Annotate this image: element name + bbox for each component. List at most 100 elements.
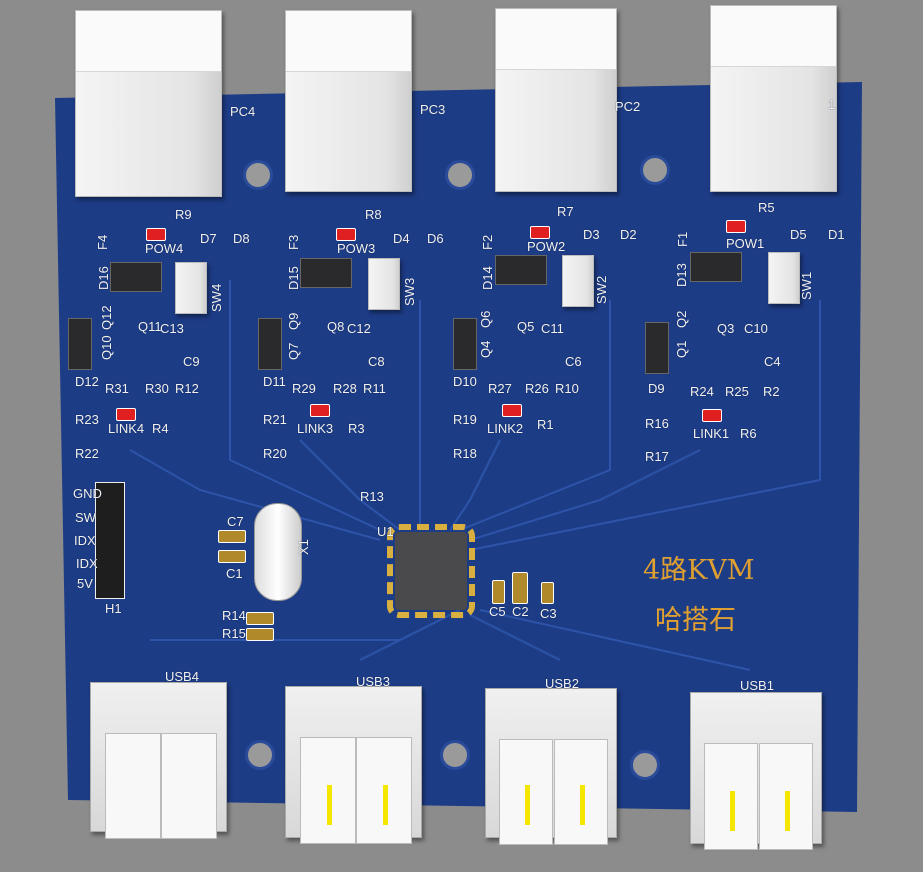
capacitor-c1	[218, 550, 246, 563]
component-ref-label: F3	[286, 234, 301, 250]
usb-label: USB2	[545, 676, 579, 691]
usb-label: USB3	[356, 674, 390, 689]
component-ref-label: R11	[363, 381, 386, 396]
component-ref-label: R26	[525, 381, 549, 396]
component-ref-label: R19	[453, 412, 477, 427]
component-ref-label: R1	[537, 417, 554, 432]
component-ref-label: Q7	[286, 342, 301, 360]
power-led	[726, 220, 746, 233]
usb-connector-usb4	[90, 682, 227, 839]
component-ref-label: Q12	[99, 305, 114, 330]
microcontroller-u1	[387, 524, 475, 618]
component-ref-label: R27	[488, 381, 512, 396]
mount-hole	[440, 740, 470, 770]
component-ref-label: C11	[541, 321, 564, 336]
component-ref-label: R12	[175, 381, 199, 396]
component-ref-label: R16	[645, 416, 669, 431]
link-led	[502, 404, 522, 417]
mount-hole	[243, 160, 273, 190]
component-ref-label: R25	[725, 384, 749, 399]
diode-d10	[453, 318, 477, 370]
component-ref-label: R2	[763, 384, 780, 399]
component-ref-label: C5	[489, 604, 506, 619]
component-ref-label: R10	[555, 381, 579, 396]
component-ref-label: D16	[96, 266, 111, 290]
power-led	[336, 228, 356, 241]
component-ref-label: R9	[175, 207, 192, 222]
diode-d14	[495, 255, 547, 285]
component-ref-label: Q3	[717, 321, 735, 336]
component-ref-label: R17	[645, 449, 669, 464]
component-ref-label: R23	[75, 412, 99, 427]
header-ref-label: H1	[105, 601, 122, 616]
traces	[129, 280, 821, 671]
board-title-line2: 哈搭石	[655, 605, 736, 636]
component-ref-label: C2	[512, 604, 529, 619]
component-ref-label: R15	[222, 626, 246, 641]
component-ref-label: R5	[758, 200, 775, 215]
component-ref-label: SW4	[209, 283, 224, 312]
component-ref-label: C8	[368, 354, 385, 369]
header-pin-label: 5V	[77, 576, 93, 591]
component-ref-label: R7	[557, 204, 574, 219]
component-ref-label: D1	[828, 227, 845, 242]
component-ref-label: Q4	[478, 340, 493, 358]
component-ref-label: R14	[222, 608, 246, 623]
rj45-label: PC3	[420, 102, 446, 117]
rj45-label: PC4	[230, 104, 256, 119]
component-ref-label: Q5	[517, 319, 535, 334]
diode-d13	[690, 252, 742, 282]
component-ref-label: D10	[453, 374, 477, 389]
component-ref-label: U1	[377, 524, 394, 539]
crystal-x1	[254, 503, 302, 601]
component-ref-label: F4	[95, 234, 110, 250]
component-ref-label: C3	[540, 606, 557, 621]
component-ref-label: POW1	[726, 236, 765, 251]
component-ref-label: F2	[480, 234, 495, 250]
resistor-r15	[246, 628, 274, 641]
component-ref-label: C7	[227, 514, 244, 529]
rj45-label: 1	[828, 97, 836, 112]
link-led	[702, 409, 722, 422]
component-ref-label: R8	[365, 207, 382, 222]
component-ref-label: C13	[160, 321, 184, 336]
component-ref-label: C12	[347, 321, 371, 336]
component-ref-label: R28	[333, 381, 357, 396]
component-ref-label: C4	[764, 354, 781, 369]
usb-connector-usb2	[485, 688, 617, 845]
mount-hole	[640, 155, 670, 185]
switch-sw3	[368, 258, 400, 310]
component-ref-label: D3	[583, 227, 600, 242]
component-ref-label: F1	[675, 231, 690, 247]
header-pin-label: IDX	[76, 556, 98, 571]
component-ref-label: R18	[453, 446, 477, 461]
diode-d12	[68, 318, 92, 370]
component-ref-label: D6	[427, 231, 444, 246]
component-ref-label: C10	[744, 321, 768, 336]
component-ref-label: LINK1	[693, 426, 730, 441]
diode-d9	[645, 322, 669, 374]
component-ref-label: R6	[740, 426, 757, 441]
mount-hole	[445, 160, 475, 190]
diode-d11	[258, 318, 282, 370]
power-led	[146, 228, 166, 241]
component-ref-label: R13	[360, 489, 384, 504]
component-ref-label: C1	[226, 566, 243, 581]
component-ref-label: Q1	[674, 340, 689, 358]
component-ref-label: D11	[263, 374, 286, 389]
pin-header-h1[interactable]	[95, 482, 125, 599]
component-ref-label: D4	[393, 231, 410, 246]
component-ref-label: Q11	[138, 319, 162, 334]
capacitor-c5	[492, 580, 505, 604]
board-title-line1: 4路KVM	[643, 555, 755, 586]
rj45-connector-pc1	[710, 5, 837, 192]
component-ref-label: R22	[75, 446, 99, 461]
component-ref-label: D5	[790, 227, 807, 242]
component-ref-label: R21	[263, 412, 287, 427]
component-ref-label: SW2	[594, 275, 609, 304]
component-ref-label: D13	[674, 263, 689, 287]
component-ref-label: SW3	[402, 277, 417, 306]
header-pin-label: IDX	[74, 533, 96, 548]
component-ref-label: R3	[348, 421, 365, 436]
rj45-label: PC2	[615, 99, 641, 114]
